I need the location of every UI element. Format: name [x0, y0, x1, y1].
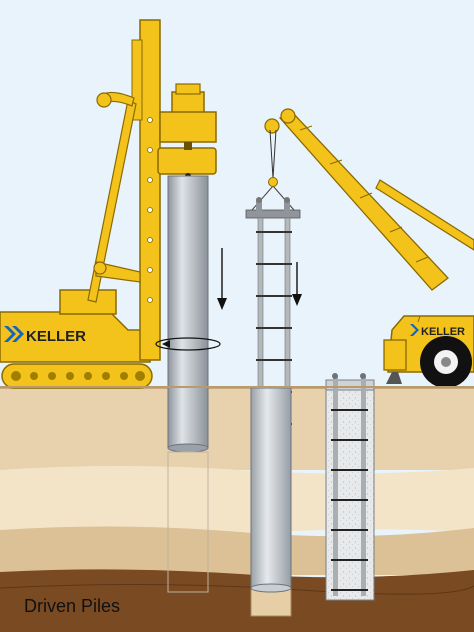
rig-brand-label: KELLER	[26, 328, 86, 345]
keller-logo-mark-icon	[4, 326, 24, 342]
down-arrow-icon	[217, 248, 227, 310]
ground-line	[0, 386, 474, 388]
drilling-rig: KELLER	[0, 19, 217, 389]
rig-track	[1, 363, 153, 389]
cased-pile-bore	[250, 387, 292, 617]
down-arrow-icon	[292, 262, 302, 306]
keller-logo-mark-icon	[410, 324, 419, 336]
caption: Driven Piles	[24, 596, 121, 616]
steel-casing	[167, 175, 209, 593]
crane: KELLER	[264, 108, 474, 388]
finished-concrete-pile	[325, 373, 375, 601]
rig-mast	[139, 19, 161, 361]
crane-brand-label: KELLER	[421, 326, 465, 338]
rotation-arrow-icon	[155, 337, 221, 351]
